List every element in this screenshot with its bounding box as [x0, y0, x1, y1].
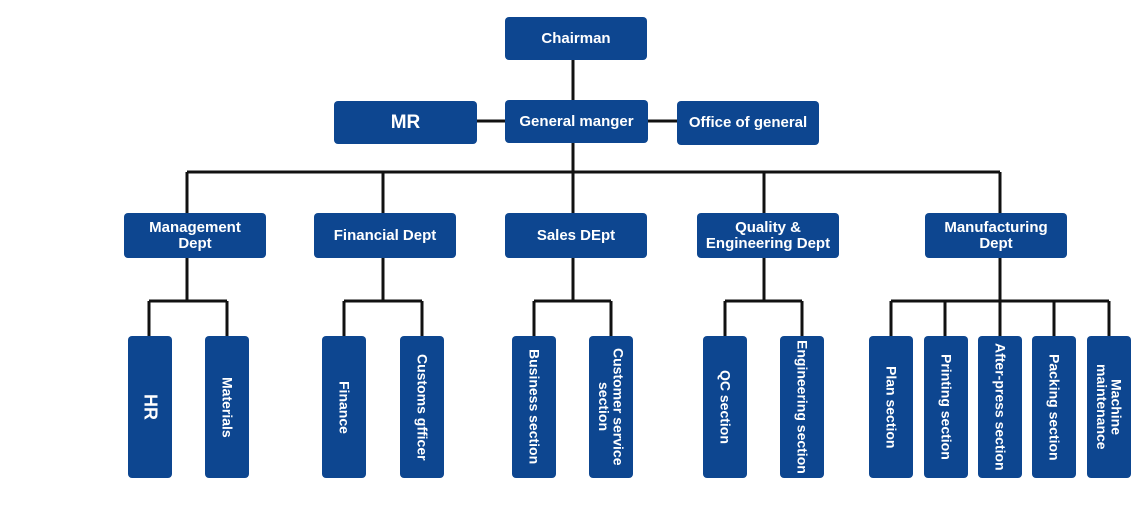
- section-customs: Customs gfficer: [400, 336, 444, 478]
- general-manager-box: General manger: [505, 100, 648, 143]
- dept-manufacturing: Manufacturing Dept: [925, 213, 1067, 258]
- section-machine-maintenance: Machine maintenance: [1087, 336, 1131, 478]
- office-of-general-box: Office of general: [677, 101, 819, 145]
- section-customer-service: Customer service section: [589, 336, 633, 478]
- section-business: Business section: [512, 336, 556, 478]
- section-packing: Packing section: [1032, 336, 1076, 478]
- section-finance: Finance: [322, 336, 366, 478]
- mr-box: MR: [334, 101, 477, 144]
- section-printing: Printing section: [924, 336, 968, 478]
- section-after-press: After-press section: [978, 336, 1022, 478]
- dept-financial: Financial Dept: [314, 213, 456, 258]
- dept-management: Management Dept: [124, 213, 266, 258]
- section-qc: QC section: [703, 336, 747, 478]
- dept-quality-engineering: Quality & Engineering Dept: [697, 213, 839, 258]
- dept-sales: Sales DEpt: [505, 213, 647, 258]
- section-materials: Materials: [205, 336, 249, 478]
- chairman-box: Chairman: [505, 17, 647, 60]
- section-hr: HR: [128, 336, 172, 478]
- section-engineering: Engineering section: [780, 336, 824, 478]
- section-plan: Plan section: [869, 336, 913, 478]
